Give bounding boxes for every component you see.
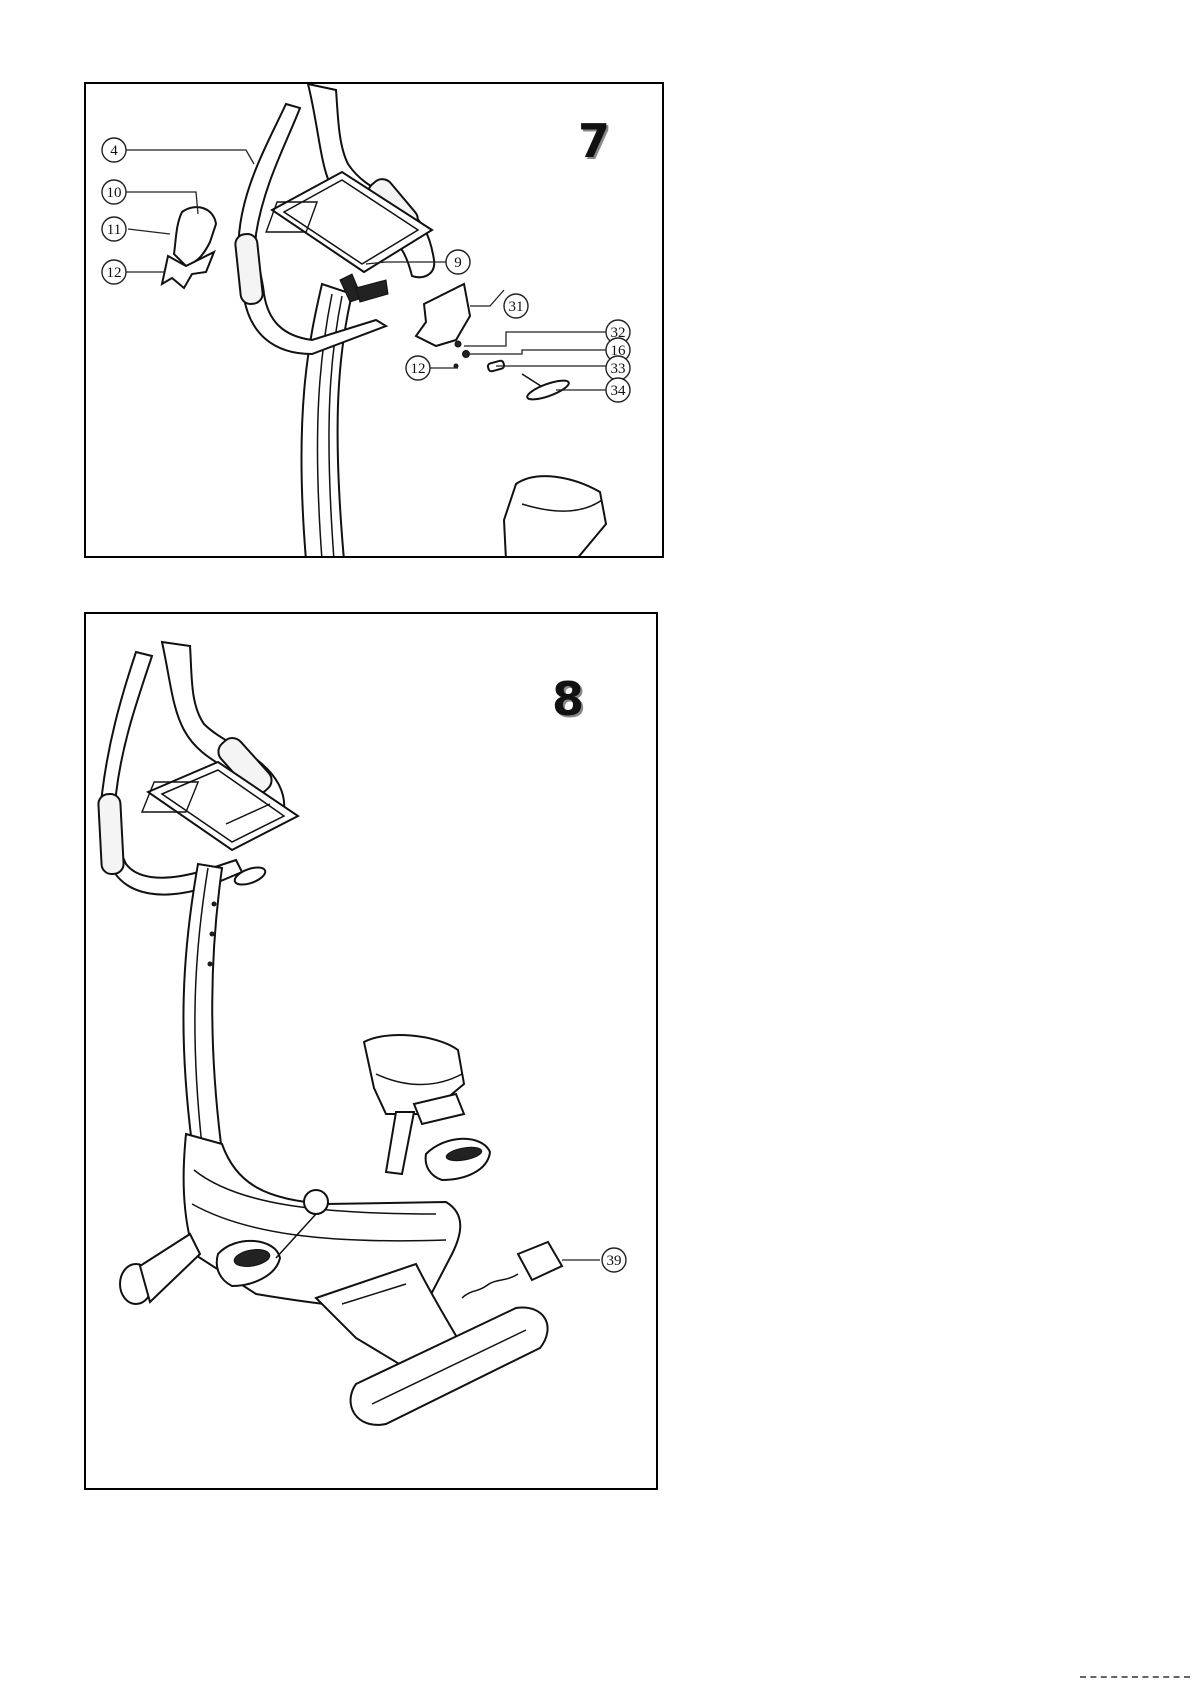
callout-12-right: 12 — [406, 356, 430, 380]
cover-part-31 — [416, 284, 470, 346]
callout-33: 33 — [606, 356, 630, 380]
front-stabilizer — [140, 1234, 200, 1302]
svg-text:31: 31 — [509, 299, 524, 315]
page-edge-marks — [1080, 1676, 1190, 1684]
callout-34: 34 — [606, 378, 630, 402]
svg-text:12: 12 — [107, 265, 122, 281]
seat-post — [386, 1112, 414, 1174]
assembly-step-7-panel: 7 — [84, 82, 664, 558]
power-cord — [462, 1274, 518, 1298]
washer-part-32 — [455, 341, 461, 347]
svg-text:11: 11 — [107, 222, 121, 238]
callout-31: 31 — [504, 294, 528, 318]
callout-12: 12 — [102, 260, 126, 284]
callout-10: 10 — [102, 180, 126, 204]
svg-text:10: 10 — [107, 185, 122, 201]
callout-4: 4 — [102, 138, 126, 162]
assembly-step-8-panel: 8 — [84, 612, 658, 1490]
seat — [504, 476, 606, 558]
grip-left — [98, 793, 124, 874]
svg-text:9: 9 — [454, 255, 462, 271]
console — [148, 762, 298, 850]
callout-9: 9 — [446, 250, 470, 274]
step-8-illustration: 39 — [86, 614, 658, 1490]
crank-hub — [304, 1190, 328, 1214]
callout-39: 39 — [602, 1248, 626, 1272]
step-7-illustration: 4 10 11 12 9 31 32 16 — [86, 84, 664, 558]
svg-text:33: 33 — [611, 361, 626, 377]
callout-11: 11 — [102, 217, 126, 241]
svg-text:12: 12 — [411, 361, 426, 377]
grip-left — [234, 233, 263, 305]
washer-part-16 — [463, 351, 470, 358]
svg-text:4: 4 — [110, 143, 118, 159]
power-adapter-part-39 — [518, 1242, 562, 1280]
svg-text:39: 39 — [607, 1253, 622, 1269]
svg-text:34: 34 — [611, 383, 627, 399]
